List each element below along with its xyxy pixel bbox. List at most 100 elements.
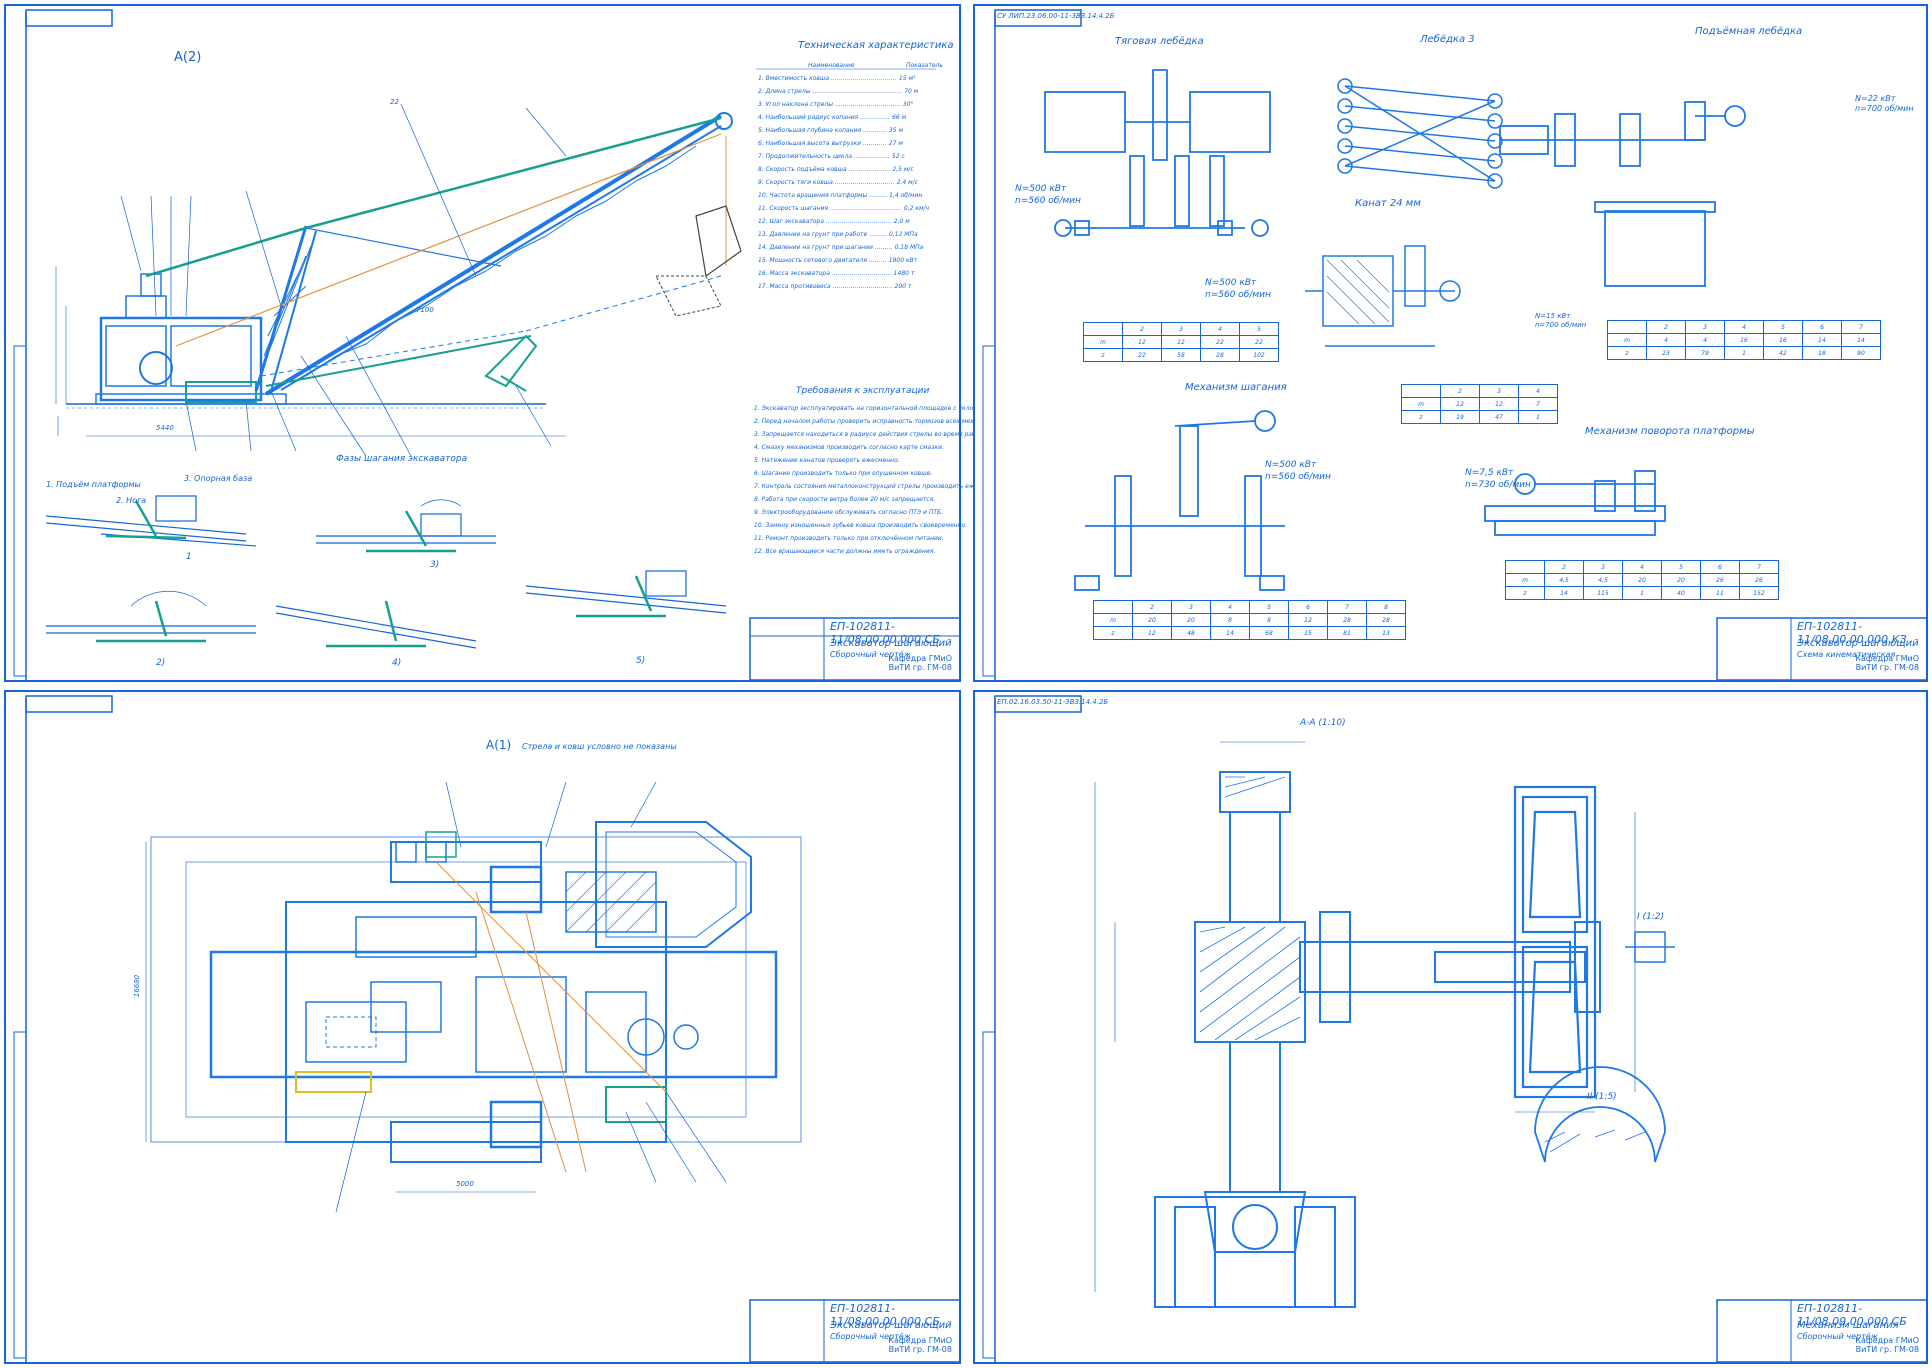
spec-row: 3. Угол наклона стрелы …………………………… 30° xyxy=(758,101,914,108)
org-line-1: Кафедра ГМиО xyxy=(1855,1336,1919,1345)
motor-5-power: N=500 кВт xyxy=(1265,460,1317,470)
spec-row: 14. Давление на грунт при шагании ……… 0,… xyxy=(758,244,924,251)
sheet-kinematic-scheme: СУ ЛИП.23.06.00-11-3ВЗ.14.4.2Б Тяговая л… xyxy=(973,4,1928,682)
drawing-subtitle: Сборочный чертёж xyxy=(830,650,911,659)
ops-row: 8. Работа при скорости ветра более 20 м/… xyxy=(754,496,936,503)
motor-3-speed: n=700 об/мин xyxy=(1855,104,1914,113)
motor-3-power: N=22 кВт xyxy=(1855,94,1896,103)
phase-4-label: 4) xyxy=(392,658,402,668)
motor-6-speed: n=730 об/мин xyxy=(1465,480,1531,490)
phase-2-label: 2) xyxy=(156,658,166,668)
spec-row: 8. Скорость подъёма ковша ………………… 2,5 м/… xyxy=(758,166,914,173)
section-label: А-А (1:10) xyxy=(1300,718,1346,728)
lift-winch-title: Подъёмная лебёдка xyxy=(1695,26,1803,37)
ops-notes: 1. Экскаватор эксплуатировать на горизон… xyxy=(754,402,1026,558)
spec-title: Техническая характеристика xyxy=(798,40,954,51)
ops-row: 12. Все вращающиеся части должны иметь о… xyxy=(754,548,936,555)
dimension-left-value: 16680 xyxy=(133,974,142,998)
drawing-code: ЕП-102811-11/08.09.00.000 СБ xyxy=(1797,1302,1907,1328)
ops-row: 6. Шагание производить только при опущен… xyxy=(754,470,933,477)
drawing-subtitle: Сборочный чертёж xyxy=(830,1332,911,1341)
spec-row: 16. Масса экскаватора ………………………… 1480 т xyxy=(758,270,915,277)
motor-5-speed: n=560 об/мин xyxy=(1265,472,1331,482)
drawing-code: ЕП-102811-11/08.00.00.000 СБ xyxy=(830,620,940,646)
spec-row: 4. Наибольший радиус копания …………… 66 м xyxy=(758,114,907,121)
spec-col-name: Наименование xyxy=(808,62,855,69)
turn-mech-title: Механизм поворота платформы xyxy=(1585,426,1755,437)
ops-row: 9. Электрооборудование обслуживать согла… xyxy=(754,509,944,516)
spec-row: 10. Частота вращения платформы ……… 1,4 о… xyxy=(758,192,923,199)
phases-title: Фазы шагания экскаватора xyxy=(336,454,468,464)
ops-row: 11. Ремонт производить только при отключ… xyxy=(754,535,944,542)
title-block: ЕП-102811-11/08.00.00.000 СБ Экскаватор … xyxy=(750,1300,960,1362)
travel-winch-title: Тяговая лебёдка xyxy=(1115,36,1204,47)
spec-row: 13. Давление на грунт при работе ……… 0,1… xyxy=(758,231,918,238)
dimension-22: 22 xyxy=(390,98,399,106)
ops-row: 5. Натяжение канатов проверять ежесменно… xyxy=(754,457,900,464)
drawing-title: Экскаватор шагающий xyxy=(830,1320,952,1331)
dimension-bottom: 5000 xyxy=(456,1180,474,1188)
ops-row: 1. Экскаватор эксплуатировать на горизон… xyxy=(754,405,1026,412)
motor-4-power: N=15 кВт xyxy=(1535,312,1571,320)
detail-1-label: I (1:2) xyxy=(1637,912,1665,922)
ops-title: Требования к эксплуатации xyxy=(796,386,930,396)
drawing-title: Экскаватор шагающий xyxy=(1797,638,1919,649)
kinematic-scheme xyxy=(982,9,1928,681)
view-label: А(2) xyxy=(174,50,202,65)
ops-row: 7. Контроль состояния металлоконструкций… xyxy=(754,483,1007,490)
drawing-title: Экскаватор шагающий xyxy=(830,638,952,649)
motor-6-power: N=7,5 кВт xyxy=(1465,468,1514,478)
phase-1-label: 1 xyxy=(186,552,192,562)
spec-row: 12. Шаг экскаватора …………………………… 2,0 м xyxy=(758,218,910,225)
org-line-1: Кафедра ГМиО xyxy=(888,654,952,663)
phase-5-label: 5) xyxy=(636,656,646,666)
motor-4-speed: n=700 об/мин xyxy=(1535,321,1587,329)
excavator-plan-view xyxy=(13,695,961,1363)
sheet-walking-mechanism: ЕП.02.16.03.50-11-3ВЗ.14.4.2Б А-А (1:10)… xyxy=(973,690,1928,1364)
view-label: А(1) xyxy=(486,738,512,752)
spec-row: 1. Вместимость ковша …………………………… 15 м³ xyxy=(758,75,916,82)
spec-row: 6. Наибольшая высота выгрузки ………… 27 м xyxy=(758,140,903,147)
drawing-code: ЕП-102811-11/08.00.00.000 СБ xyxy=(830,1302,940,1328)
phase-caption-b: 2. Нога xyxy=(116,496,147,505)
org-line-1: Кафедра ГМиО xyxy=(888,1336,952,1345)
spec-col-value: Показатель xyxy=(906,62,943,69)
dimension-left: 16680 xyxy=(133,975,141,997)
spec-row: 5. Наибольшая глубина копания ………… 35 м xyxy=(758,127,903,134)
ops-row: 3. Запрещается находиться в радиусе дейс… xyxy=(754,431,990,438)
drawing-subtitle: Схема кинематическая xyxy=(1797,650,1896,659)
spec-row: 11. Скорость шагания ……………………………… 0,2 км… xyxy=(758,205,930,212)
header-code: СУ ЛИП.23.06.00-11-3ВЗ.14.4.2Б xyxy=(997,12,1115,20)
drawing-subtitle: Сборочный чертёж xyxy=(1797,1332,1878,1341)
ops-row: 10. Замену изношенных зубьев ковша произ… xyxy=(754,522,968,529)
sheet-plan-view: А(1) Стрела и ковш условно не показаны 5… xyxy=(4,690,961,1364)
motor-1-power: N=500 кВт xyxy=(1015,184,1067,194)
spec-row: 2. Длина стрелы ……………………………………… 70 м xyxy=(758,88,919,95)
title-block: ЕП-102811-11/08.00.00.000 КЗ Экскаватор … xyxy=(1717,618,1927,680)
walking-mechanism-section xyxy=(982,695,1928,1363)
walking-mech-title: Механизм шагания xyxy=(1185,382,1287,393)
header-code: ЕП.02.16.03.50-11-3ВЗ.14.4.2Б xyxy=(997,698,1109,706)
motor-2-power: N=500 кВт xyxy=(1205,278,1257,288)
dimension-7100: 7100 xyxy=(416,306,434,314)
ops-row: 2. Перед началом работы проверить исправ… xyxy=(754,418,1002,425)
spec-rows: 1. Вместимость ковша …………………………… 15 м³ 2… xyxy=(758,72,929,293)
detail-2-label: II (1:5) xyxy=(1587,1092,1617,1102)
phase-caption-a: 1. Подъём платформы xyxy=(46,480,141,489)
winch3-title: Лебёдка 3 xyxy=(1420,34,1475,45)
excavator-side-view xyxy=(13,9,961,681)
sheet-general-view: А(2) Техническая характеристика Наименов… xyxy=(4,4,1026,682)
dimension-5440: 5440 xyxy=(156,424,174,432)
rope-title: Канат 24 мм xyxy=(1355,198,1421,209)
org-line-2: ВиТИ гр. ГМ-08 xyxy=(1855,663,1919,672)
org-line-2: ВиТИ гр. ГМ-08 xyxy=(888,663,952,672)
ops-row: 4. Смазку механизмов производить согласн… xyxy=(754,444,944,451)
